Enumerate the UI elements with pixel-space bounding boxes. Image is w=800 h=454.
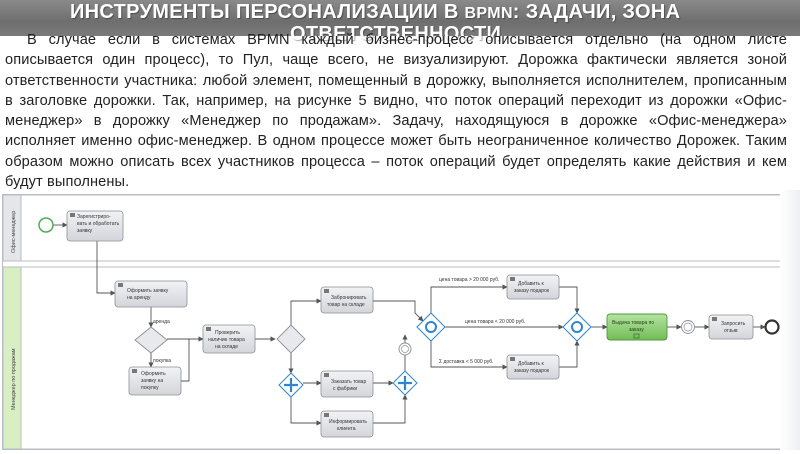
task-inform-line2: клиента	[337, 426, 356, 432]
flow-gift-top-gw4	[559, 286, 580, 314]
slide-shadow	[780, 190, 800, 450]
body-paragraph: В случае если в системах BPMN каждый биз…	[5, 32, 787, 191]
task-buy-order-line1: Оформить	[141, 371, 166, 377]
task-rent-order-line2: на аренду	[127, 295, 151, 301]
task-inform-line1: Информировать	[329, 419, 367, 425]
flow-inform-plus2	[373, 394, 408, 424]
task-buy-order-line2: заявку на	[141, 378, 163, 384]
lane-sales-manager-label: Менеджер по продажам	[11, 348, 17, 410]
gateway-parallel-split	[278, 372, 304, 398]
lane-office-manager	[2, 194, 796, 262]
task-reserve-line2: товар на складе	[327, 302, 365, 308]
gateway-inclusive-join	[562, 312, 592, 342]
gateway-rent-or-buy	[134, 326, 168, 354]
task-buy-order-line3: покупку	[141, 385, 159, 391]
task-request-feedback: Запросить отзыв	[708, 314, 754, 340]
title-line2: ОТВЕТСТВЕННОСТИ	[290, 23, 502, 45]
task-check-stock: Проверить наличие товара на складе	[202, 324, 256, 354]
task-issue-goods-line2: заказу	[629, 327, 644, 333]
gateway-inclusive-split	[416, 312, 446, 342]
task-register-line1: Зарегистриро-	[77, 214, 111, 220]
task-rent-order-line1: Оформить заявку	[127, 288, 169, 294]
intermediate-event	[398, 342, 412, 356]
lane-office-manager-header	[2, 194, 22, 262]
bpmn-diagram: Офис-менеджер Менеджер по продажам	[2, 194, 796, 450]
task-register: Зарегистриро- вать и обработать заявку	[66, 210, 124, 242]
flow-label-rent: аренда	[153, 319, 170, 325]
slide-title: ИНСТРУМЕНТЫ ПЕРСОНАЛИЗАЦИИ В BPMN: ЗАДАЧ…	[70, 2, 760, 44]
task-add-gift-bottom: Добавить к заказу подарок	[506, 354, 560, 380]
task-add-gift-bottom-line1: Добавить к	[518, 361, 544, 367]
task-reserve: Забронировать товар на складе	[320, 286, 374, 314]
flow-label-purchase: покупка	[153, 358, 171, 364]
task-factory-order: Заказать товар с фабрики	[320, 370, 374, 398]
title-line1-suffix: : ЗАДАЧИ, ЗОНА	[512, 1, 681, 23]
flow-gift-bottom-gw4	[559, 340, 580, 368]
task-buy-order: Оформить заявку на покупку	[128, 366, 182, 396]
intermediate-timer-event	[681, 320, 695, 334]
task-add-gift-top-line2: заказу подарок	[514, 288, 550, 294]
task-factory-order-line2: с фабрики	[333, 386, 357, 392]
flow-label-delivery-low: Σ доставка < 5 000 руб.	[439, 359, 494, 365]
task-register-line3: заявку	[77, 228, 93, 234]
start-event	[38, 217, 54, 233]
title-bar	[0, 0, 800, 36]
task-rent-order: Оформить заявку на аренду	[114, 280, 188, 308]
flow-gw2-reserve	[290, 298, 322, 325]
title-bpmn: BPMN	[464, 5, 513, 22]
lane-office-manager-label: Офис-менеджер	[11, 211, 17, 253]
task-register-line2: вать и обработать	[77, 221, 120, 227]
task-add-gift-top: Добавить к заказу подарок	[506, 274, 560, 300]
title-line1-prefix: ИНСТРУМЕНТЫ ПЕРСОНАЛИЗАЦИИ В	[70, 1, 465, 23]
task-reserve-line1: Забронировать	[331, 295, 367, 301]
gateway-stock	[276, 324, 306, 354]
gateway-parallel-join	[392, 370, 418, 396]
flow-gw3-gift-top	[430, 284, 508, 313]
flow-plus-inform	[290, 393, 322, 426]
task-issue-goods: Выдача товара по заказу	[606, 313, 668, 341]
flow-gw3-gift-bottom	[430, 341, 508, 370]
flow-label-price-mid: цена товара < 20 000 руб.	[465, 319, 525, 325]
flow-label-price-high: цена товара > 20 000 руб.	[439, 277, 499, 283]
task-add-gift-top-line1: Добавить к	[518, 281, 544, 287]
task-factory-order-line1: Заказать товар	[331, 379, 366, 385]
flow-buy-check	[181, 339, 190, 382]
end-event	[764, 319, 780, 335]
task-check-stock-line1: Проверить	[215, 330, 240, 336]
task-issue-goods-line1: Выдача товара по	[612, 320, 654, 326]
flow-register-rent	[96, 241, 116, 296]
task-add-gift-bottom-line2: заказу подарок	[514, 368, 550, 374]
task-check-stock-line3: на складе	[215, 344, 238, 350]
bpmn-svg: Офис-менеджер Менеджер по продажам	[2, 194, 796, 450]
task-request-feedback-line1: Запросить	[721, 321, 746, 327]
task-check-stock-line2: наличие товара	[208, 337, 245, 343]
task-request-feedback-line2: отзыв	[724, 328, 738, 334]
flow-reserve-gw3	[373, 300, 424, 322]
task-inform: Информировать клиента	[320, 410, 374, 438]
